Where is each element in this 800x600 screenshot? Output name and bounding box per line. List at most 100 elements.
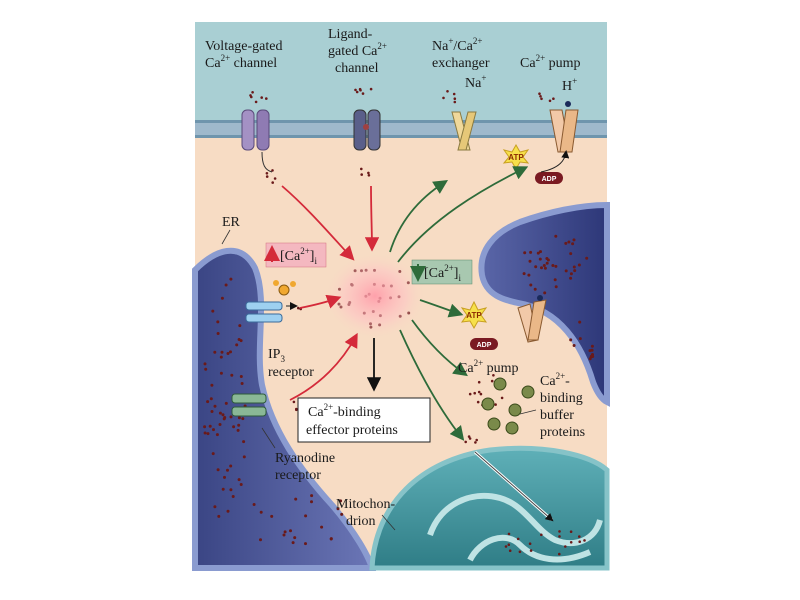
calcium-ion-dot: [240, 382, 244, 385]
na-ion-label: Na+: [465, 73, 486, 91]
calcium-ion-dot: [569, 541, 573, 544]
ligand-gated-label-line1: Ligand-: [328, 27, 373, 42]
calcium-ion-dot: [226, 468, 229, 472]
arrow-voltage-gated: [281, 185, 355, 261]
calcium-ion-dot: [273, 177, 277, 180]
calcium-ion-dot: [216, 332, 220, 335]
ip3-label: IP3: [268, 347, 285, 364]
mitochondrion-label-line1: Mitochon-: [336, 497, 395, 512]
calcium-ion-dot: [507, 543, 511, 546]
calcium-ion-dot: [360, 173, 364, 176]
calcium-ion-dot: [237, 478, 241, 482]
calcium-ion-dot: [540, 97, 543, 101]
ca-up-label: [Ca2+]i: [280, 246, 317, 266]
calcium-ion-dot: [239, 375, 243, 378]
er-ca-pump: [517, 295, 547, 343]
calcium-ion-dot: [289, 529, 292, 533]
calcium-ion-dot: [578, 540, 581, 543]
calcium-ion-dot: [588, 357, 592, 361]
calcium-ion-dot: [539, 95, 542, 98]
calcium-ion-dot: [494, 403, 497, 406]
calcium-ion-dot: [229, 464, 233, 468]
calcium-ion-dot: [523, 251, 527, 255]
calcium-ion-dot: [452, 92, 456, 96]
arrow-to-top-pump: [397, 166, 529, 263]
calcium-ion-dot: [467, 435, 471, 438]
calcium-ion-dot: [533, 287, 537, 291]
calcium-ion-dot: [203, 362, 207, 366]
voltage-gated-label-line2: Ca2+ channel: [205, 53, 277, 71]
calcium-ion-dot: [310, 500, 313, 504]
calcium-ion-dot: [211, 452, 215, 456]
er-label: ER: [222, 215, 241, 230]
calcium-ion-dot: [206, 432, 210, 436]
er-pump-label: Ca2+ pump: [458, 358, 519, 376]
ip3-receptor: [245, 280, 296, 323]
calcium-ion-dot: [265, 175, 269, 178]
calcium-ion-dot: [216, 320, 220, 324]
mitochondrion-label-line2: drion: [346, 514, 376, 529]
calcium-ion-dot: [446, 90, 449, 93]
calcium-ion-dot: [241, 417, 245, 421]
calcium-ion-dot: [453, 100, 457, 104]
calcium-ion-dot: [251, 91, 254, 94]
calcium-ion-dot: [229, 488, 233, 492]
calcium-ion-dot: [260, 96, 264, 99]
ligand-gated-channel: [353, 109, 381, 151]
calcium-ion-dot: [259, 538, 262, 542]
ligand-gated-label-line2: gated Ca2+: [328, 41, 387, 59]
arrow-atp-to-pump: [540, 150, 570, 173]
calcium-ion-dot: [213, 505, 217, 509]
calcium-ion-dot: [367, 171, 370, 175]
calcium-ion-dot: [219, 371, 223, 375]
calcium-ion-dot: [527, 273, 531, 277]
calcium-ion-dot: [224, 401, 228, 405]
calcium-ion-dot: [590, 344, 594, 348]
calcium-ion-dot: [468, 392, 472, 396]
calcium-ion-dot: [516, 537, 520, 541]
calcium-ion-dot: [572, 238, 576, 242]
buffer-label-line1: Ca2+-: [540, 371, 570, 389]
arrow-to-er-pump: [419, 299, 464, 318]
calcium-ion-dot: [476, 400, 480, 404]
calcium-ion-dot: [545, 261, 549, 265]
calcium-ion-dot: [564, 241, 568, 245]
voltage-gated-label-line1: Voltage-gated: [205, 39, 283, 54]
calcium-ion-dot: [522, 272, 526, 276]
calcium-ion-dot: [591, 355, 595, 358]
calcium-ion-dot: [548, 99, 552, 103]
calcium-ion-dot: [229, 350, 232, 354]
calcium-ion-dot: [282, 533, 286, 537]
calcium-ion-dot: [219, 355, 223, 359]
calcium-ion-dot: [553, 278, 557, 282]
calcium-ion-dot: [528, 259, 532, 263]
calcium-ion-dot: [558, 552, 561, 556]
calcium-ion-dot: [304, 514, 308, 518]
calcium-ion-dot: [210, 383, 214, 387]
calcium-ion-dot: [209, 397, 213, 401]
calcium-ion-dot: [358, 87, 362, 91]
buffer-leader-line: [519, 409, 537, 415]
top-pump-label: Ca2+ pump: [520, 53, 581, 71]
calcium-ion-dot: [295, 407, 298, 411]
calcium-ion-dot: [239, 483, 243, 486]
calcium-ion-dot: [442, 96, 445, 100]
calcium-ion-dot: [291, 541, 295, 545]
arrow-ip3: [299, 294, 342, 309]
calcium-ion-dot: [539, 250, 542, 254]
calcium-ion-dot: [464, 440, 468, 444]
calcium-ion-dot: [224, 283, 228, 287]
ryanodine-leader-line: [261, 427, 276, 449]
calcium-ion-dot: [336, 507, 340, 511]
calcium-ion-dot: [504, 545, 508, 548]
ryanodine-label-line2: receptor: [275, 468, 321, 483]
calcium-ion-dot: [490, 379, 494, 383]
calcium-ion-dot: [218, 423, 222, 426]
h-ion-label: H+: [562, 76, 577, 94]
calcium-ion-dot: [254, 100, 258, 104]
calcium-ion-dot: [339, 499, 343, 503]
exchanger-label-line2: exchanger: [432, 56, 490, 71]
calcium-ion-dot: [310, 494, 314, 498]
mitochondrion-leader-line: [381, 514, 396, 531]
calcium-ion-dot: [265, 172, 269, 175]
